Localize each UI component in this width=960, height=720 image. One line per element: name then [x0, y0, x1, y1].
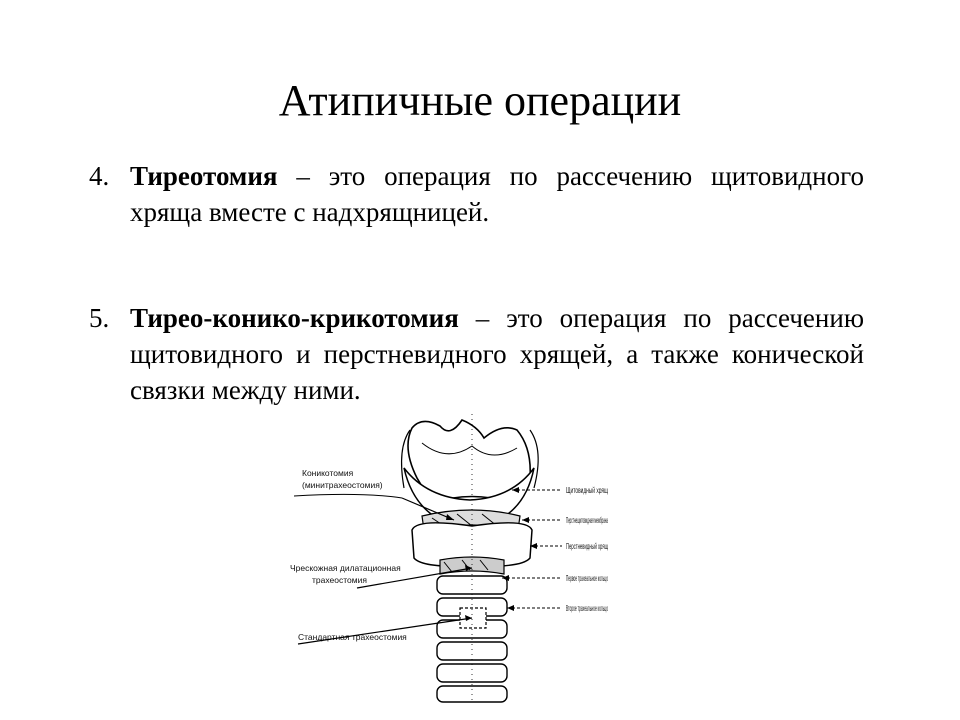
label-standard-tracheostomy: Стандартная трахеостомия: [298, 632, 407, 642]
slide-title: Атипичные операции: [278, 76, 682, 126]
label-second-tracheal-ring: Второе трахеальное кольцо: [566, 603, 608, 613]
item-number: 4.: [89, 161, 110, 191]
label-percutaneous: Чрескожная дилатационная: [290, 563, 401, 573]
label-cricothyroid-membrane: Перстнещитовидная мембрана: [566, 515, 608, 525]
label-first-tracheal-ring: Первое трахеальное кольцо: [566, 573, 608, 583]
list-item-5: 5. Тирео-конико-крикотомия – это операци…: [89, 300, 864, 408]
item-text: Тирео-конико-крикотомия – это операция п…: [130, 300, 864, 408]
item-description: – это операция по рассечению щитовидного…: [130, 161, 864, 227]
item-term: Тиреотомия: [130, 161, 278, 191]
item-term: Тирео-конико-крикотомия: [130, 303, 459, 333]
label-thyroid-cartilage: Щитовидный хрящ: [566, 485, 608, 495]
thyroid-cartilage-shape: [403, 467, 535, 519]
label-tracheostomy: трахеостомия: [312, 575, 367, 585]
item-number: 5.: [89, 303, 110, 333]
label-cricoid-cartilage: Перстневидный хрящ: [566, 541, 608, 551]
larynx-illustration: Коникотомия (минитрахеостомия) Чрескожна…: [290, 414, 608, 703]
item-description: – это операция по рассечению щитовидного…: [130, 303, 864, 405]
label-conicotomy: Коникотомия: [302, 468, 354, 478]
list-item-4: 4. Тиреотомия – это операция по рассечен…: [89, 158, 864, 230]
label-minitracheostomy: (минитрахеостомия): [302, 480, 383, 490]
larynx-diagram: Коникотомия (минитрахеостомия) Чрескожна…: [272, 408, 610, 706]
item-text: Тиреотомия – это операция по рассечению …: [130, 158, 864, 230]
